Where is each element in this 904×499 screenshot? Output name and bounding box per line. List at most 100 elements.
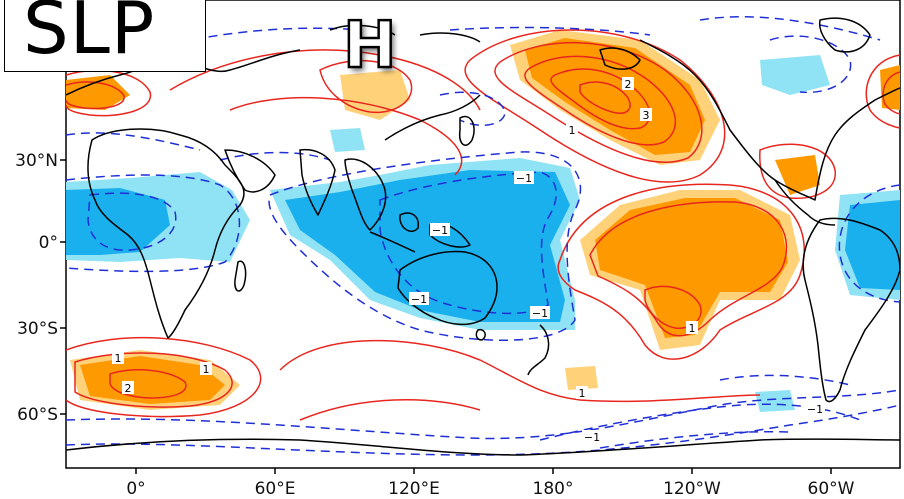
- y-tick-label: 60°S: [17, 405, 58, 425]
- coast-south-america: [802, 217, 900, 403]
- pos-contour-epac-1: [557, 183, 805, 360]
- pos-shade-north-atlantic-west: [66, 75, 130, 110]
- neg-contour-mid-lat-north: [66, 132, 331, 161]
- negative-anomaly-shading: [66, 55, 900, 412]
- pos-contour-epac-2: [589, 201, 788, 337]
- pos-shade-south-atlantic-core: [80, 356, 225, 404]
- coast-east-asia: [384, 94, 481, 141]
- x-tick-label: 180°: [533, 479, 574, 499]
- neg-contour-africa-inner: [87, 192, 177, 251]
- pos-contour-natl-west-2: [66, 81, 125, 110]
- coast-north-america: [639, 39, 900, 201]
- contour-label: 1: [566, 123, 578, 137]
- variable-title: SLP: [23, 0, 156, 70]
- contour-label-text: 2: [625, 78, 632, 91]
- contour-label: −1: [582, 430, 602, 444]
- pos-contour-npac-2: [494, 42, 703, 164]
- contour-label-text: 1: [115, 352, 122, 365]
- coast-india: [299, 148, 336, 216]
- contour-label: −1: [530, 306, 550, 320]
- contour-label-text: 1: [203, 363, 210, 376]
- y-axis-labels: 30°N 0° 30°S 60°S: [15, 151, 58, 425]
- contour-label-text: 1: [689, 322, 696, 335]
- coast-madagascar: [234, 260, 247, 292]
- pos-contour-npac-3: [524, 55, 677, 146]
- pos-shade-siberia: [340, 70, 410, 120]
- neg-contour-atlantic-east: [838, 184, 900, 303]
- negative-contours: [66, 16, 900, 456]
- pos-contour-natl-east-2: [882, 71, 900, 115]
- pos-shade-north-america: [775, 155, 820, 195]
- coast-greenland: [818, 17, 871, 53]
- variable-title-box: SLP: [4, 0, 206, 72]
- pos-contour-namer: [759, 143, 836, 199]
- positive-anomaly-shading: [66, 30, 900, 410]
- neg-shade-asia: [330, 128, 365, 152]
- contour-label-text: −1: [584, 431, 600, 444]
- coast-alaska: [599, 47, 641, 70]
- x-axis-labels: 0° 60°E 120°E 180° 120°W 60°W: [126, 479, 854, 499]
- pos-contour-satl-3: [109, 369, 187, 399]
- pos-contour-eurasia: [169, 49, 481, 111]
- positive-contours: [66, 29, 900, 421]
- pos-contour-npac-5: [579, 81, 631, 114]
- contour-label-text: −1: [532, 307, 548, 320]
- contour-label: −1: [514, 171, 534, 185]
- neg-shade-southern: [755, 390, 795, 412]
- x-tick-label: 0°: [126, 479, 145, 499]
- axis-ticks: [60, 159, 832, 474]
- contour-label: 1: [576, 386, 588, 400]
- y-tick-label: 0°: [39, 233, 58, 253]
- neg-contour-southern-1: [66, 389, 900, 440]
- pos-contour-asia-2: [229, 96, 463, 176]
- contour-label-text: −1: [516, 172, 532, 185]
- pos-contour-satl-2: [74, 352, 233, 408]
- coast-africa: [87, 128, 245, 339]
- pos-contour-natl-east-1: [865, 54, 900, 129]
- neg-shade-indian-pacific-core: [285, 170, 570, 322]
- contour-label-text: −1: [411, 293, 427, 306]
- x-tick-label: 120°E: [388, 479, 440, 499]
- neg-contour-arctic-2: [699, 16, 881, 41]
- coast-tasmania: [475, 328, 486, 341]
- contour-label-text: 3: [643, 109, 650, 122]
- coast-australia: [397, 250, 498, 326]
- coast-se-asia: [344, 158, 387, 231]
- x-tick-label: 60°W: [808, 479, 855, 499]
- contour-label-text: 1: [579, 387, 586, 400]
- coast-indonesia-2: [399, 212, 419, 232]
- contour-label: 1: [200, 362, 212, 376]
- y-tick-label: 30°N: [15, 151, 58, 171]
- contour-label-text: −1: [807, 403, 823, 416]
- contour-label: 2: [622, 77, 634, 91]
- high-pressure-marker: H: [342, 9, 398, 83]
- coast-antarctica: [66, 438, 900, 456]
- contour-label: 2: [122, 381, 134, 395]
- coast-indonesia-1: [369, 231, 416, 253]
- pos-shade-south-pacific-small: [565, 366, 598, 390]
- pos-contour-npac-1: [464, 29, 726, 183]
- pos-shade-north-atlantic-east: [880, 65, 900, 110]
- contour-label: −1: [409, 292, 429, 306]
- coast-arabia: [224, 149, 276, 193]
- neg-shade-arctic: [760, 55, 830, 95]
- pos-contour-south-wave: [299, 399, 481, 421]
- contour-labels: 2 3 1 −1 −1 −1 −1 1 1 1 2 −1 1 −1: [112, 77, 825, 444]
- neg-contour-south-east: [719, 374, 851, 386]
- neg-contour-southern-3: [539, 403, 861, 441]
- pos-contour-satl-1: [66, 336, 262, 418]
- contour-label-text: −1: [432, 224, 448, 237]
- x-tick-label: 120°W: [663, 479, 721, 499]
- coast-new-zealand: [527, 324, 550, 376]
- y-tick-label: 30°S: [17, 319, 58, 339]
- contour-label: −1: [805, 402, 825, 416]
- neg-contour-arctic: [149, 26, 651, 51]
- pos-shade-east-pacific-core: [595, 198, 788, 338]
- contour-label: −1: [430, 223, 450, 237]
- contour-label-text: 2: [125, 382, 132, 395]
- pos-contour-south-pacific: [279, 339, 761, 403]
- neg-contour-southern-4: [599, 430, 791, 449]
- contour-label: 3: [640, 108, 652, 122]
- neg-contour-africa: [66, 174, 241, 273]
- pos-contour-npac-4: [550, 68, 651, 130]
